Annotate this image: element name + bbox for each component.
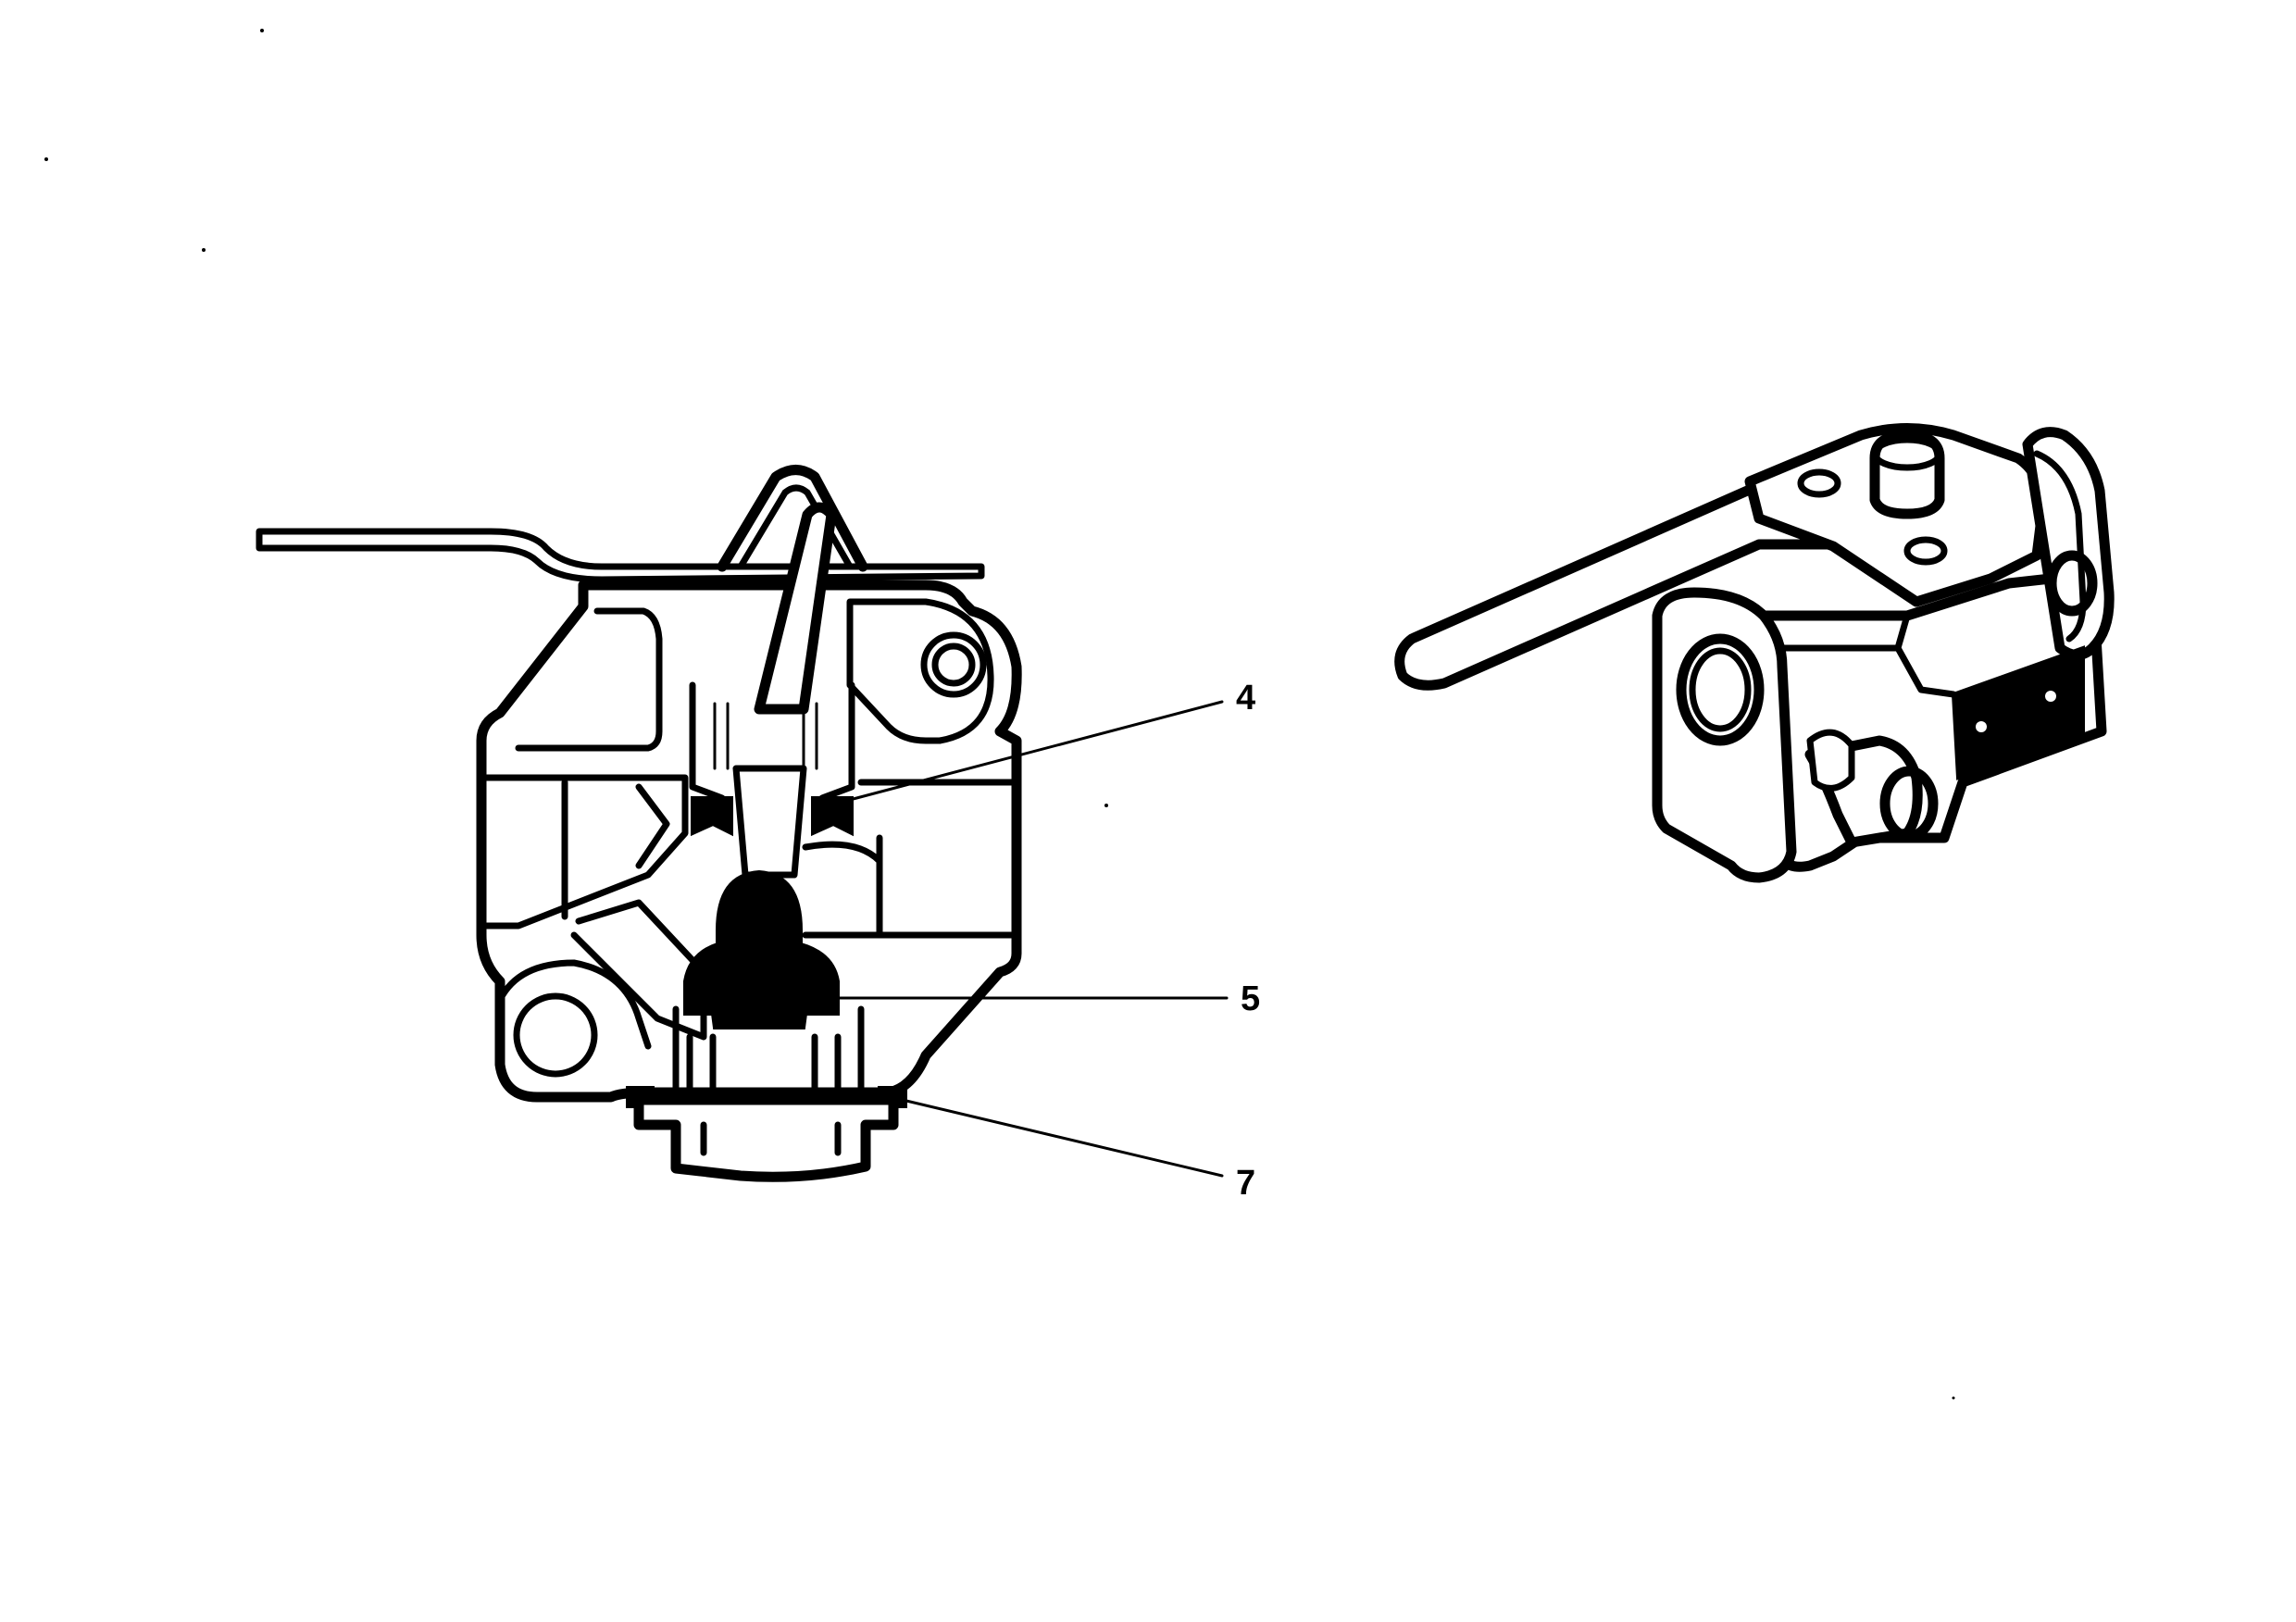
lower-guide-left	[686, 1033, 717, 1105]
spring-left	[713, 702, 730, 770]
lower-left-port-circle	[513, 992, 598, 1078]
side-plate-bolt-right	[2045, 691, 2056, 702]
top-knob-cap	[1871, 436, 1943, 471]
bore-left-wall	[689, 681, 726, 802]
left-passage	[482, 774, 689, 930]
plate-hole-left	[1797, 468, 1841, 498]
cam-peak-inner	[737, 484, 854, 570]
upper-right-pocket	[846, 598, 994, 744]
upper-left-pocket	[515, 607, 663, 752]
seal-ring-right	[811, 796, 854, 837]
bore-right-wall	[818, 681, 855, 802]
lever-handle	[256, 528, 985, 583]
upper-right-port-inner	[931, 643, 976, 687]
left-passage-inner	[561, 779, 670, 920]
side-boss	[1806, 729, 1855, 792]
upper-right-port-circle	[920, 631, 987, 698]
lever-stem	[754, 502, 837, 715]
side-plate	[1951, 645, 2085, 780]
body-edge-lines	[1778, 612, 1957, 698]
bottom-cap-inner	[700, 1121, 842, 1156]
plunger-stem	[732, 765, 807, 879]
plate-hole-right	[1903, 536, 1948, 566]
leader-line-7	[889, 1095, 1224, 1178]
front-port-bore	[1676, 633, 1765, 746]
lower-left-port-arc	[496, 959, 652, 1050]
flange-ring-inner	[2033, 450, 2087, 643]
callout-label-5: 5	[1241, 979, 1260, 1018]
bottom-cap	[633, 1094, 899, 1182]
callout-label-7: 7	[1236, 1164, 1255, 1203]
valve-head	[683, 869, 840, 1029]
lower-cylinder-port	[1879, 766, 1939, 842]
spring-right	[802, 702, 818, 770]
right-passage-inner	[802, 841, 883, 939]
leader-line-4	[827, 700, 1224, 807]
lower-chamber	[672, 1005, 865, 1096]
front-port-bore-inner	[1689, 647, 1752, 732]
perspective-top-knob	[1869, 430, 1945, 519]
callout-label-4: 4	[1236, 679, 1255, 717]
lower-guide-right	[811, 1033, 842, 1105]
side-port	[2046, 550, 2098, 617]
scan-specks	[44, 29, 1955, 1400]
valve-perspective-view	[1394, 423, 2115, 883]
seal-ring-left	[691, 796, 733, 837]
cam-peak	[717, 465, 868, 572]
side-plate-bolt-left	[1976, 721, 1987, 732]
valve-cross-section	[256, 465, 1022, 1182]
